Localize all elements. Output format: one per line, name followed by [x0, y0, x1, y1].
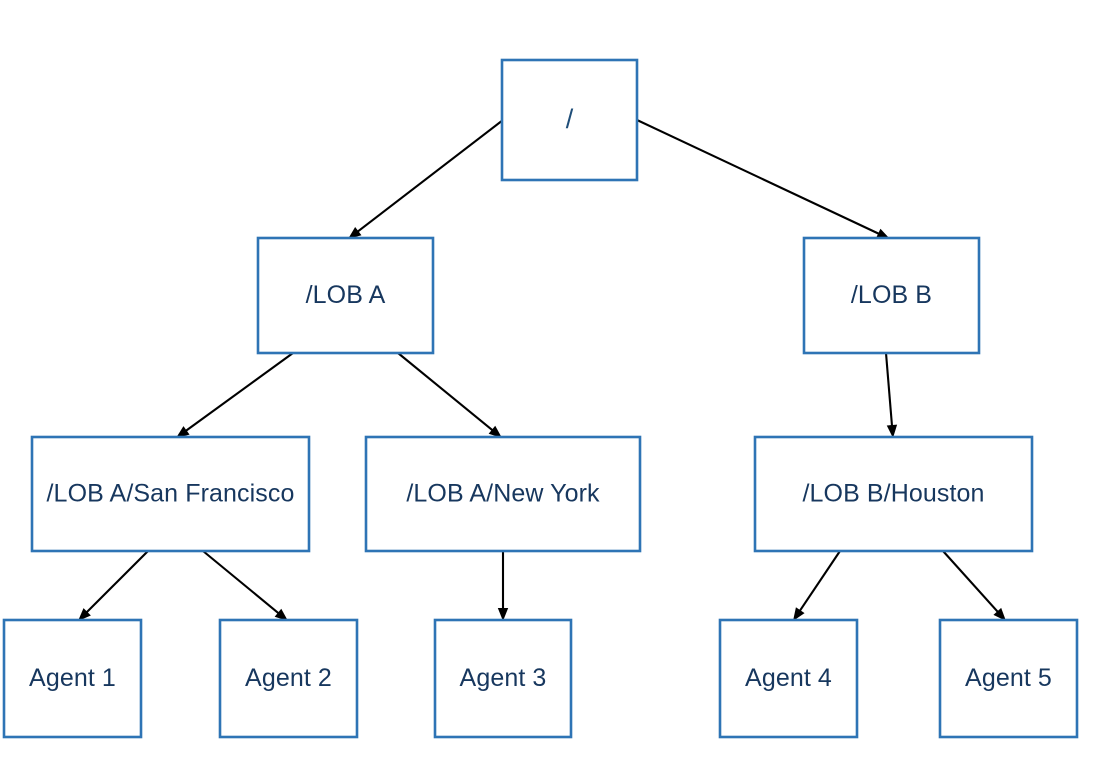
edge-line	[202, 550, 281, 616]
node-box[interactable]	[2, 618, 143, 739]
node-box[interactable]	[433, 618, 573, 739]
edge-arrow	[78, 550, 149, 621]
arrowhead-icon	[876, 228, 890, 239]
node-box[interactable]	[256, 236, 435, 355]
arrowhead-icon	[274, 608, 288, 621]
edge-line	[636, 119, 882, 236]
node-label: Agent 4	[745, 664, 832, 692]
edges-layer	[78, 119, 1006, 621]
edge-line	[884, 352, 894, 429]
edge-arrow	[397, 352, 502, 438]
edge-line	[183, 352, 294, 433]
edge-line	[84, 550, 149, 615]
node-agent_5[interactable]: Agent 5	[938, 618, 1079, 739]
nodes-layer: / /LOB A/LOB B/LOB A/San Francisco/LOB A/…	[2, 58, 1079, 739]
node-lob_b[interactable]: /LOB B	[802, 236, 981, 355]
node-label: /LOB A/San Francisco	[47, 480, 295, 508]
node-box[interactable]	[30, 435, 311, 553]
node-label: Agent 5	[965, 664, 1052, 692]
node-agent_1[interactable]: Agent 1	[2, 618, 143, 739]
node-lob_a_sf[interactable]: /LOB A/San Francisco	[30, 435, 311, 553]
edge-arrow	[793, 550, 841, 621]
edge-line	[397, 352, 495, 433]
node-label: /	[566, 104, 574, 134]
node-lob_a_ny[interactable]: /LOB A/New York	[364, 435, 642, 553]
node-label: Agent 3	[460, 664, 547, 692]
arrowhead-icon	[886, 424, 898, 438]
arrowhead-icon	[993, 607, 1006, 621]
node-label: /LOB A/New York	[406, 480, 600, 508]
edge-line	[942, 550, 1001, 615]
node-label: Agent 1	[29, 664, 116, 692]
node-box[interactable]	[753, 435, 1034, 553]
node-agent_3[interactable]: Agent 3	[433, 618, 573, 739]
edge-line	[797, 550, 841, 614]
arrowhead-icon	[793, 607, 805, 621]
node-box[interactable]	[802, 236, 981, 355]
node-box[interactable]	[500, 58, 639, 182]
arrowhead-icon	[497, 608, 509, 621]
edge-arrow	[884, 352, 898, 438]
node-box[interactable]	[718, 618, 859, 739]
edge-arrow	[348, 119, 504, 239]
node-label: /LOB B	[851, 281, 932, 309]
node-box[interactable]	[364, 435, 642, 553]
edge-arrow	[497, 551, 509, 621]
edge-line	[355, 119, 504, 234]
edge-arrow	[176, 352, 294, 438]
node-box[interactable]	[218, 618, 359, 739]
node-lob_b_hu[interactable]: /LOB B/Houston	[753, 435, 1034, 553]
arrowhead-icon	[176, 426, 190, 438]
node-agent_2[interactable]: Agent 2	[218, 618, 359, 739]
node-box[interactable]	[938, 618, 1079, 739]
node-agent_4[interactable]: Agent 4	[718, 618, 859, 739]
edge-arrow	[636, 119, 890, 239]
arrowhead-icon	[78, 608, 91, 621]
edge-arrow	[942, 550, 1006, 621]
node-root[interactable]: /	[500, 58, 639, 182]
node-label: /LOB B/Houston	[802, 480, 984, 508]
arrowhead-icon	[488, 425, 502, 438]
node-label: Agent 2	[245, 664, 332, 692]
edge-arrow	[202, 550, 288, 621]
node-label: /LOB A	[306, 281, 386, 309]
arrowhead-icon	[348, 226, 362, 239]
node-lob_a[interactable]: /LOB A	[256, 236, 435, 355]
